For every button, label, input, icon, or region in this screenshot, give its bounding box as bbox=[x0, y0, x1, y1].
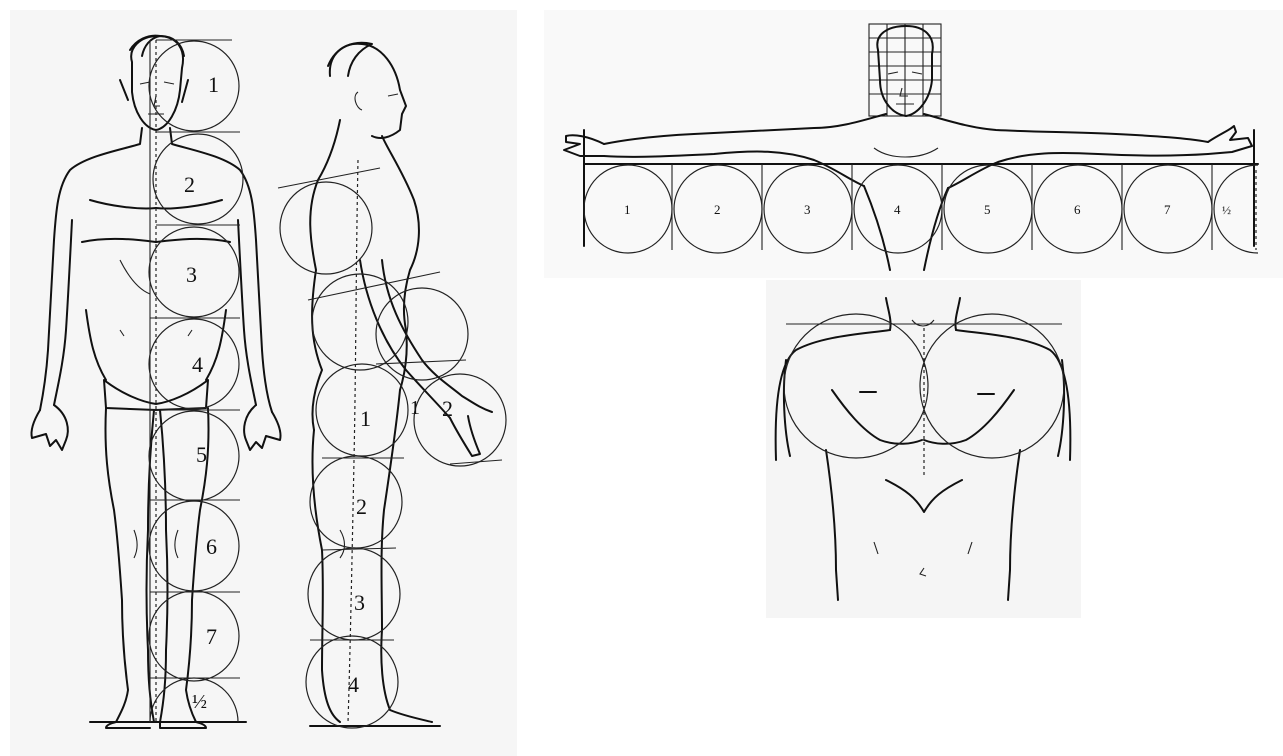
arm-span-circles bbox=[584, 165, 1258, 253]
chest-circle-right bbox=[920, 314, 1064, 458]
side-arm-label: 1 bbox=[410, 397, 420, 419]
front-circle-label: 7 bbox=[206, 624, 217, 649]
proportion-panel-chest bbox=[766, 280, 1081, 618]
side-figure: 1 2 1 2 3 4 bbox=[278, 43, 506, 728]
arm-span-label: 5 bbox=[984, 202, 991, 217]
side-arm-label: 2 bbox=[442, 396, 453, 421]
front-circle-label: 1 bbox=[208, 72, 219, 97]
arm-span-label: 1 bbox=[624, 202, 631, 217]
front-measure-circle-2 bbox=[153, 134, 243, 224]
side-arm-circle-1 bbox=[376, 288, 468, 380]
arm-span-circle-half bbox=[1214, 165, 1258, 253]
chest-circle-left bbox=[784, 314, 928, 458]
side-torso-circle-1 bbox=[280, 182, 372, 274]
proportion-panel-standing: 1 2 3 4 5 6 7 ½ bbox=[10, 10, 517, 756]
side-arm-circle-2 bbox=[414, 374, 506, 466]
side-leg-label: 2 bbox=[356, 494, 367, 519]
front-figure: 1 2 3 4 5 6 7 ½ bbox=[31, 36, 280, 728]
arm-span-label: 3 bbox=[804, 202, 811, 217]
arm-span-label: 7 bbox=[1164, 202, 1171, 217]
standing-figures-drawing: 1 2 3 4 5 6 7 ½ bbox=[10, 10, 517, 756]
front-circle-label: 5 bbox=[196, 442, 207, 467]
front-circle-label: ½ bbox=[192, 691, 207, 713]
front-measure-circle-7 bbox=[149, 591, 239, 681]
front-circle-label: 4 bbox=[192, 352, 203, 377]
arm-span-label: ½ bbox=[1222, 203, 1231, 217]
front-measure-circle-5 bbox=[149, 411, 239, 501]
chest-drawing bbox=[766, 280, 1081, 618]
side-leg-label: 3 bbox=[354, 590, 365, 615]
front-circle-label: 6 bbox=[206, 534, 217, 559]
front-circle-label: 2 bbox=[184, 172, 195, 197]
side-torso-circle-2 bbox=[312, 274, 408, 370]
side-leg-label: 4 bbox=[348, 672, 359, 697]
arm-span-drawing: 2 3 4 5 6 7 ½ 1 bbox=[544, 10, 1283, 278]
arm-span-label: 4 bbox=[894, 202, 901, 217]
front-measure-circle-1 bbox=[149, 41, 239, 131]
arm-span-label: 6 bbox=[1074, 202, 1081, 217]
side-leg-label: 1 bbox=[360, 406, 371, 431]
proportion-panel-arm-span: 2 3 4 5 6 7 ½ 1 bbox=[544, 10, 1283, 278]
front-circle-label: 3 bbox=[186, 262, 197, 287]
arm-span-label: 2 bbox=[714, 202, 721, 217]
